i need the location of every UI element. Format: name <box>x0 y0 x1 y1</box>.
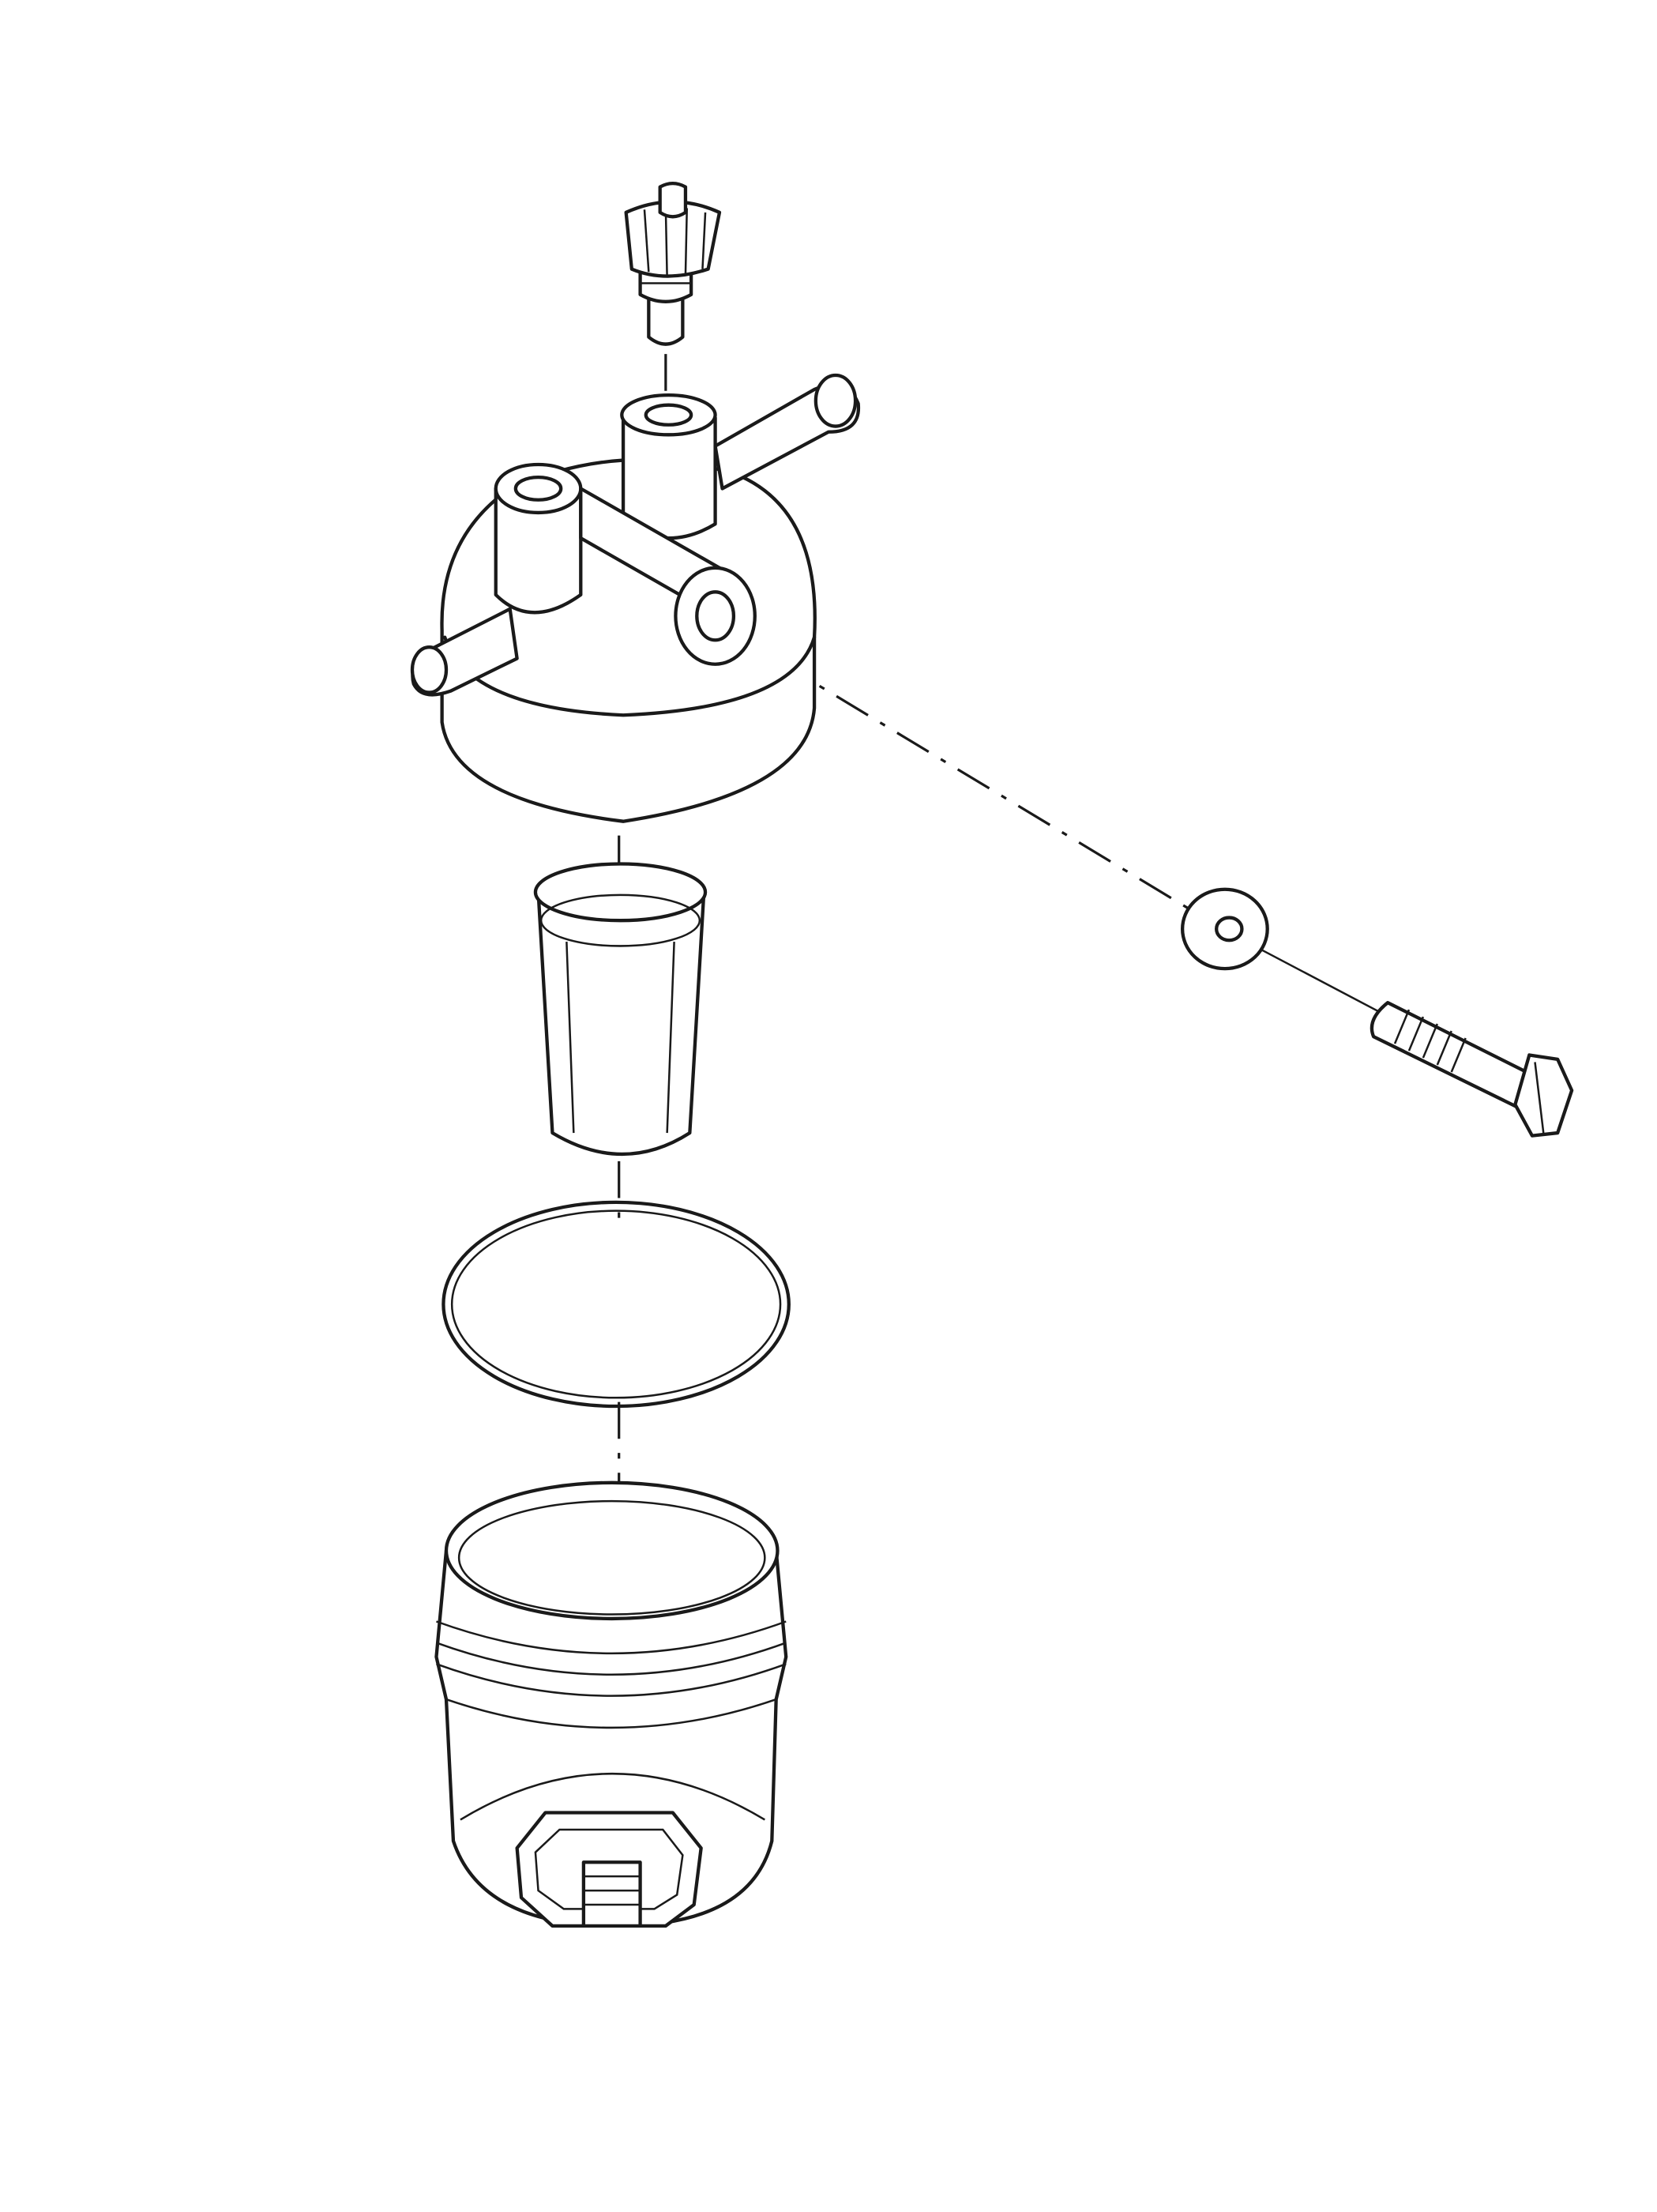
drain-plug-icon <box>515 1811 703 1928</box>
bowl-icon <box>434 1480 788 1928</box>
bleed-screw-icon <box>624 181 722 346</box>
washer-icon <box>1180 887 1269 971</box>
bolt-icon <box>1370 1000 1574 1138</box>
filter-head-icon <box>410 373 861 823</box>
filter-element-icon <box>533 862 708 1157</box>
o-ring-icon <box>441 1200 791 1409</box>
